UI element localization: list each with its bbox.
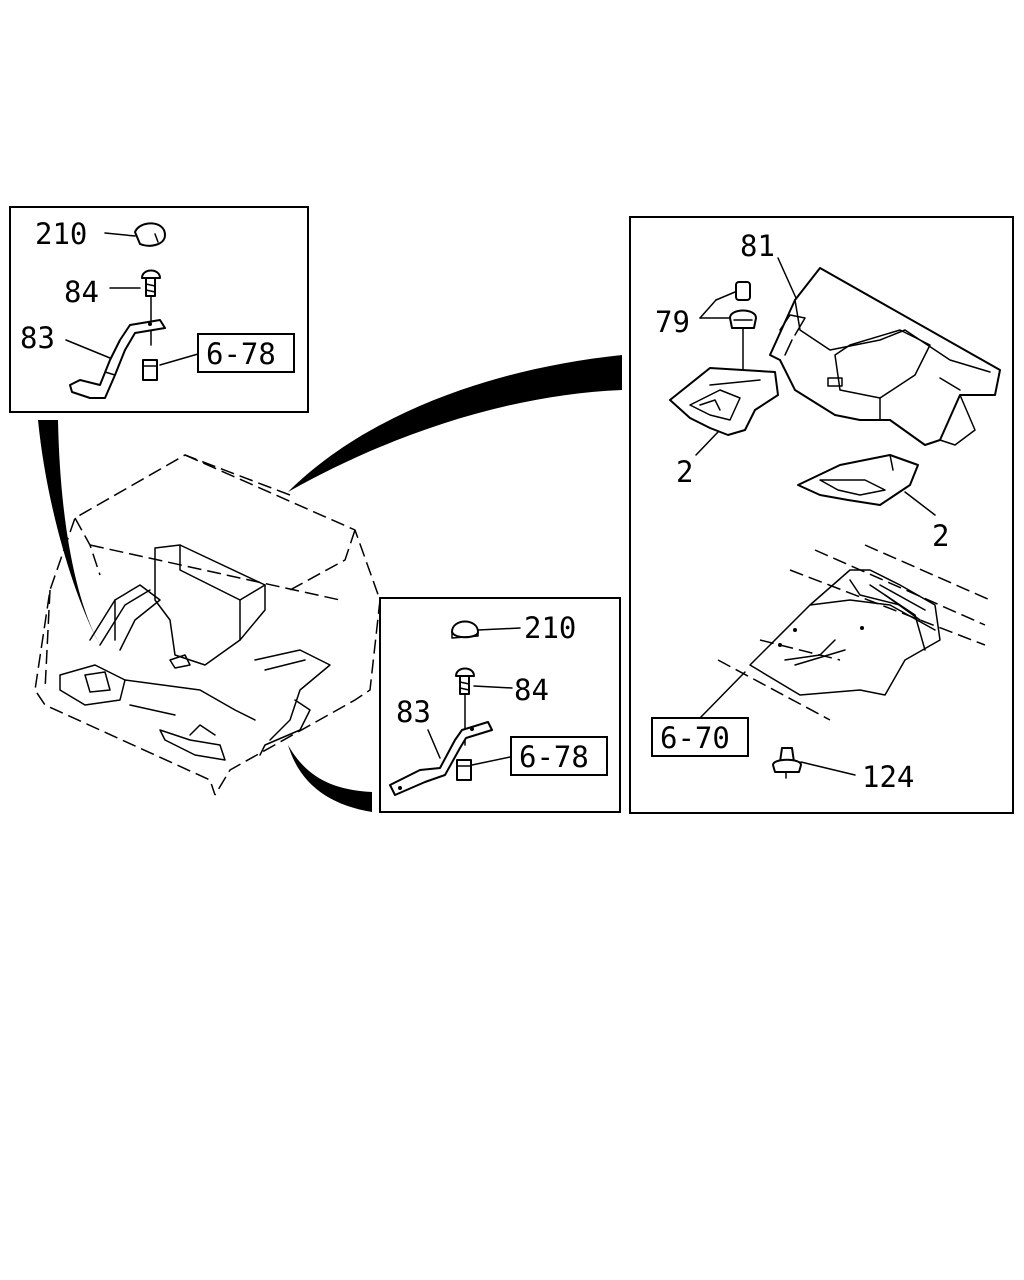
label-2-a: 2: [676, 455, 693, 489]
label-124: 124: [862, 760, 914, 794]
label-2-b: 2: [932, 519, 949, 553]
label-210: 210: [524, 611, 576, 645]
cab-floor-overview: [34, 454, 381, 796]
floor-insulator-81-icon: [769, 267, 1001, 446]
grommet-79-icon: [729, 281, 757, 371]
clip-icon: [142, 359, 158, 381]
label-83: 83: [20, 321, 55, 355]
label-83: 83: [396, 695, 431, 729]
clip-icon: [456, 759, 472, 781]
cap-210-icon: [134, 222, 166, 247]
floor-panel-6-70-icon: [717, 544, 991, 721]
insulator-2-upper-icon: [669, 367, 779, 436]
label-210: 210: [35, 217, 87, 251]
label-81: 81: [740, 229, 775, 263]
insulator-2-lower-icon: [797, 454, 919, 506]
label-79: 79: [655, 305, 690, 339]
inset-right: 81 79 2 2: [629, 216, 1014, 814]
inset-bottom-center: 210 84 83 6-78: [379, 597, 621, 813]
inset-top-left: 210 84 83 6-78: [9, 206, 309, 413]
bracket-83-icon: [69, 319, 166, 399]
clip-124-icon: [772, 747, 802, 779]
ref-6-78: 6-78: [519, 740, 589, 774]
label-84: 84: [64, 275, 99, 309]
label-84: 84: [514, 673, 549, 707]
ref-6-70: 6-70: [660, 721, 730, 755]
ref-6-78: 6-78: [206, 337, 276, 371]
bracket-83-icon: [389, 721, 493, 796]
cap-210-icon: [451, 620, 479, 639]
screw-84-icon: [141, 269, 161, 346]
callout-leaders: [38, 355, 622, 812]
